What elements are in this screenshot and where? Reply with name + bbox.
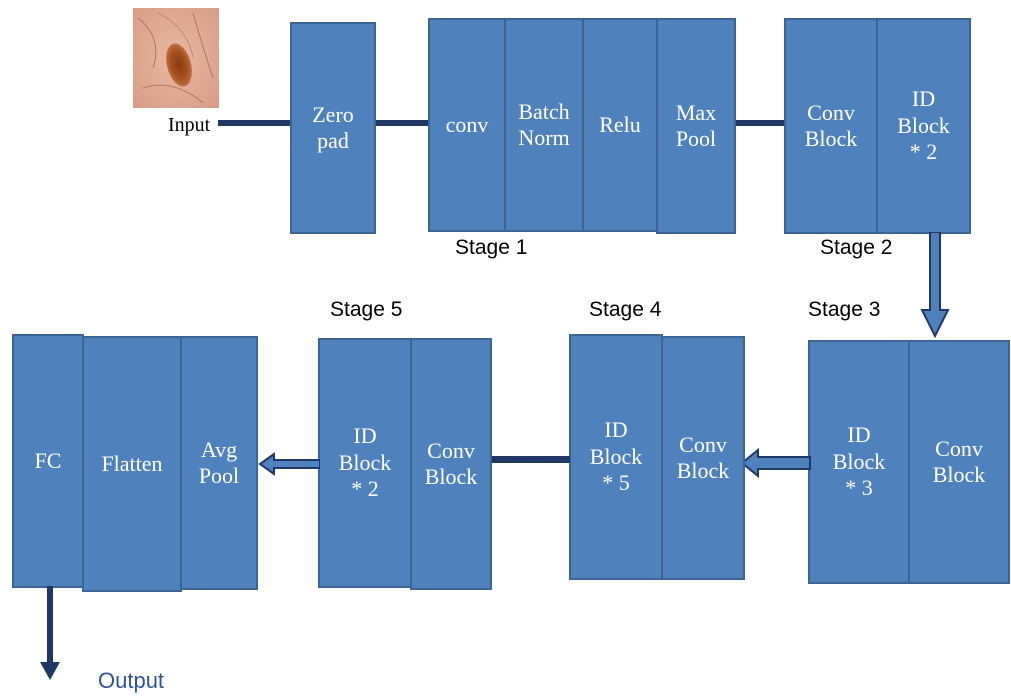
stage5-id-block: ID Block * 2 bbox=[318, 338, 412, 588]
max-pool-block: Max Pool bbox=[656, 18, 736, 234]
relu-block: Relu bbox=[582, 18, 658, 232]
stage2-to-stage3-arrow bbox=[920, 232, 950, 342]
stage3-id-block: ID Block * 3 bbox=[808, 340, 910, 584]
stage1-to-stage2-connector bbox=[736, 120, 785, 126]
skin-lesion-image bbox=[133, 8, 219, 108]
avg-pool-block: Avg Pool bbox=[180, 336, 258, 590]
output-label: Output bbox=[98, 668, 164, 694]
stage4-to-stage5-connector bbox=[490, 456, 570, 463]
conv-block-stage1: conv bbox=[428, 18, 506, 232]
stage5-conv-block: Conv Block bbox=[410, 338, 492, 590]
stage2-conv-block: Conv Block bbox=[784, 18, 878, 234]
output-arrow bbox=[38, 586, 62, 682]
zeropad-to-stage1-connector bbox=[375, 120, 429, 126]
batch-norm-block: Batch Norm bbox=[504, 18, 584, 232]
stage3-label: Stage 3 bbox=[808, 298, 880, 322]
stage2-label: Stage 2 bbox=[820, 236, 892, 260]
stage4-conv-block: Conv Block bbox=[661, 336, 745, 580]
input-label: Input bbox=[168, 114, 210, 137]
fc-block: FC bbox=[12, 334, 84, 588]
stage5-label: Stage 5 bbox=[330, 298, 402, 322]
stage5-to-avgpool-arrow bbox=[258, 452, 320, 476]
stage4-label: Stage 4 bbox=[589, 298, 661, 322]
stage3-conv-block: Conv Block bbox=[908, 340, 1010, 584]
stage1-label: Stage 1 bbox=[455, 236, 527, 260]
stage4-id-block: ID Block * 5 bbox=[569, 334, 663, 580]
zero-pad-block: Zero pad bbox=[290, 22, 376, 234]
input-to-zeropad-connector bbox=[218, 120, 290, 126]
flatten-block: Flatten bbox=[82, 336, 182, 592]
stage2-id-block: ID Block * 2 bbox=[876, 18, 971, 234]
stage3-to-stage4-arrow bbox=[740, 448, 812, 478]
